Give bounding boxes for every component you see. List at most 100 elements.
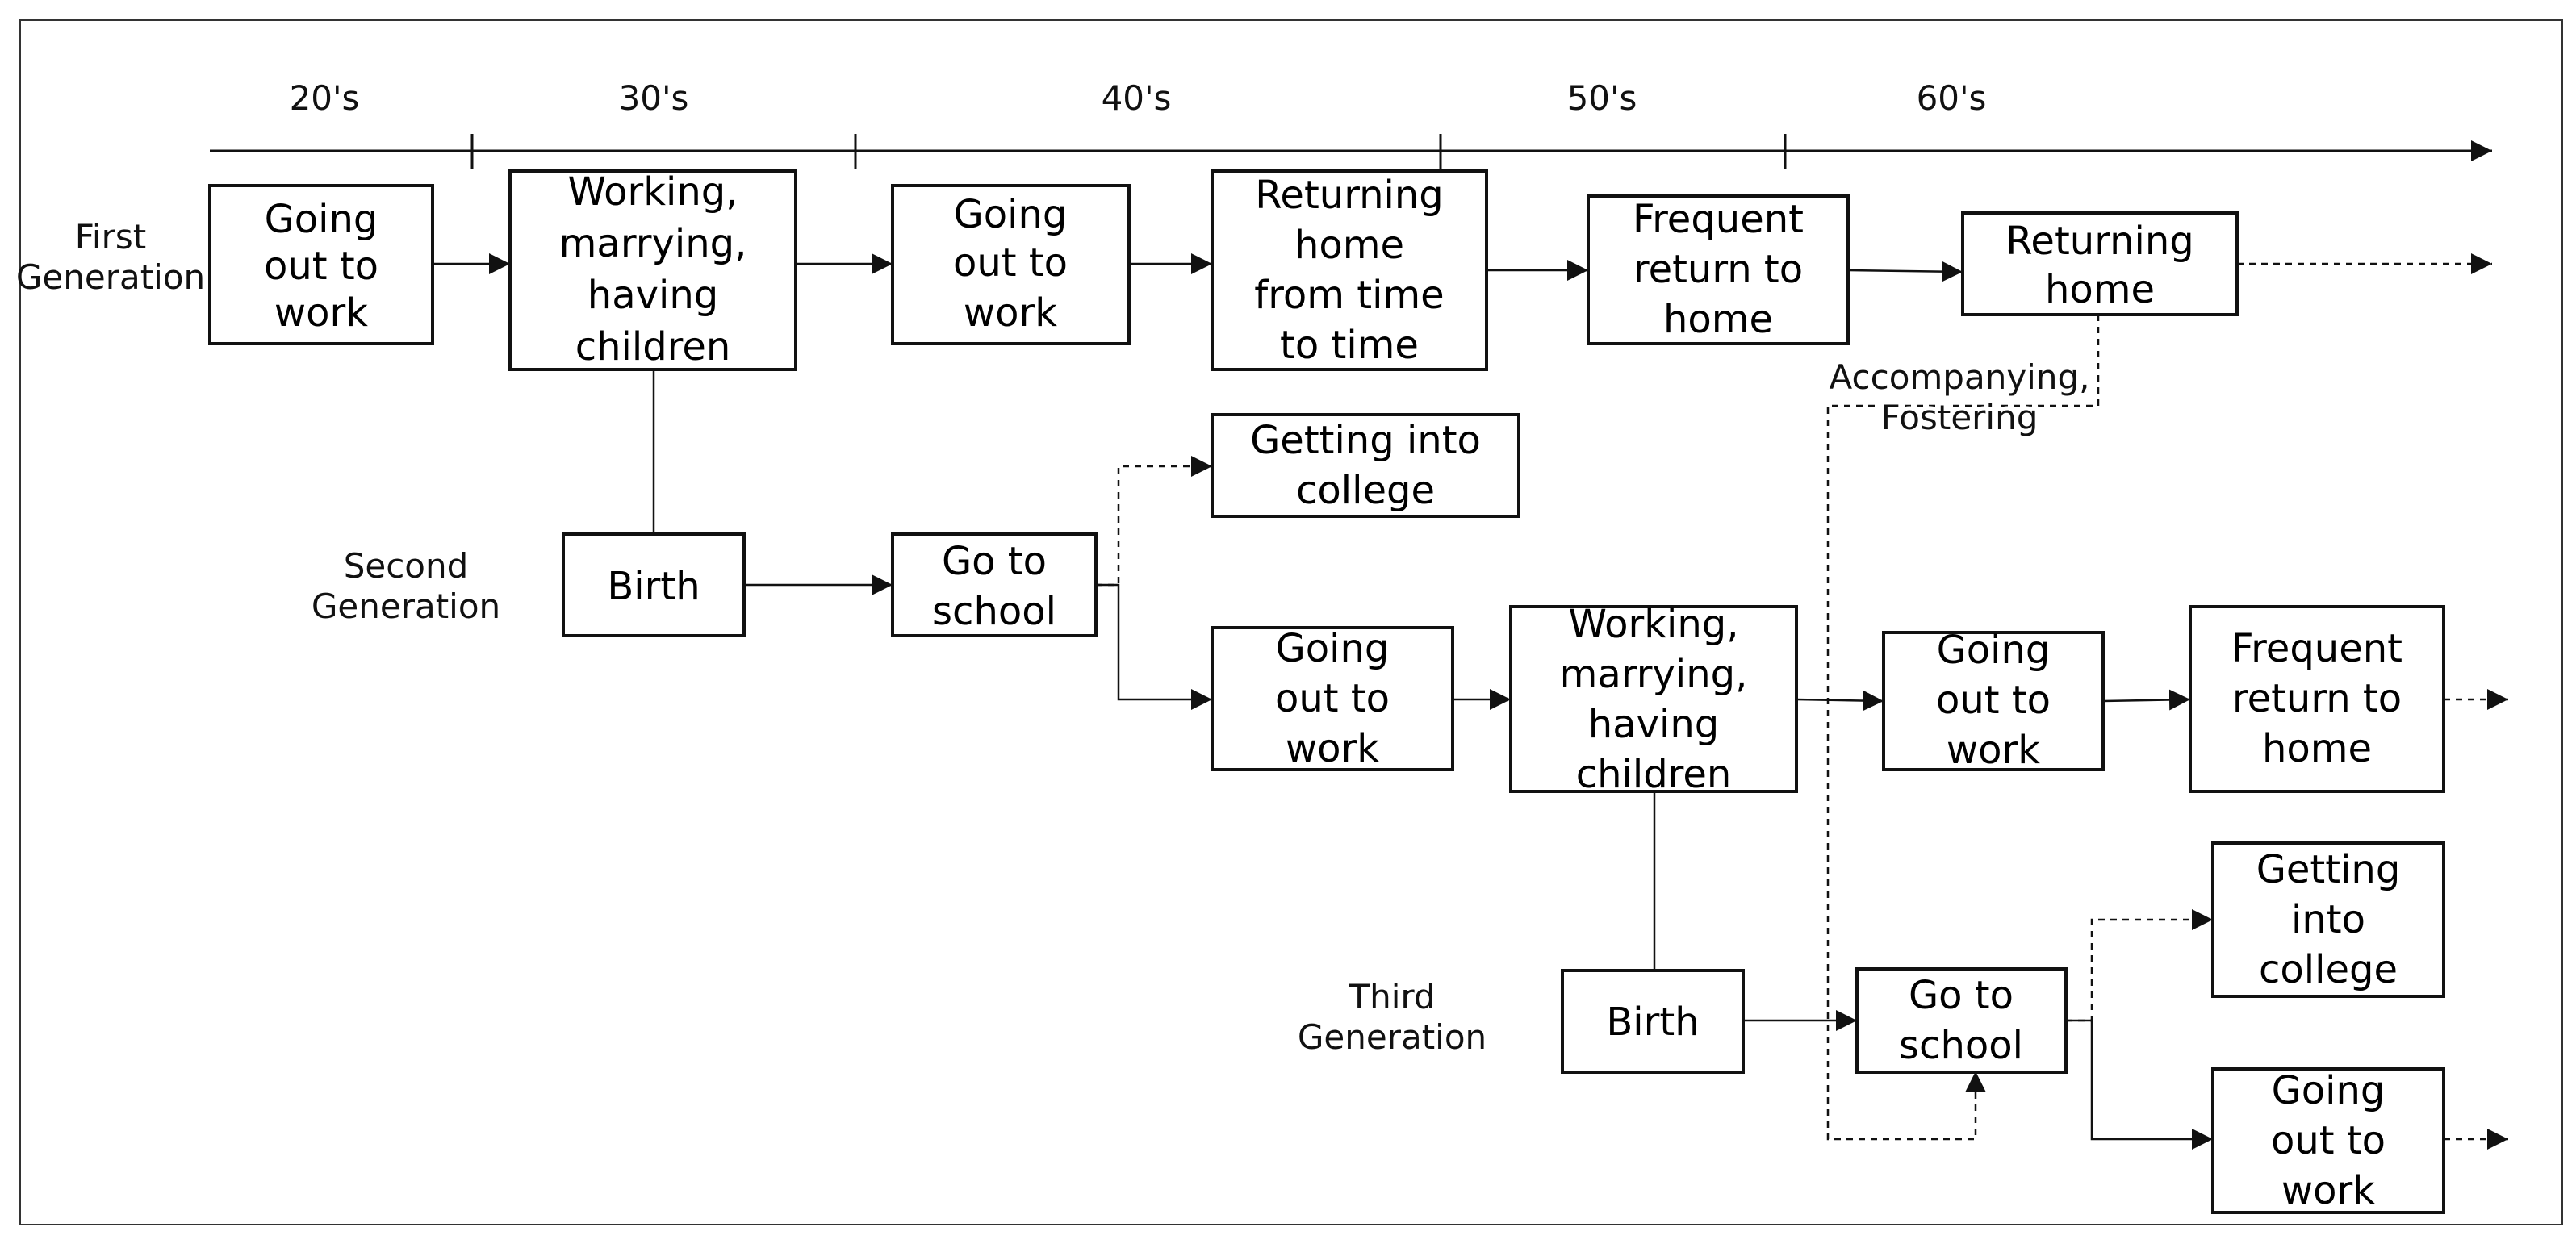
decade-labels: 20's 30's 40's 50's 60's (290, 78, 1987, 118)
box-first-gen-going-out-to-work: Going out to work (208, 184, 434, 345)
box-text-line: into (2291, 897, 2365, 942)
generation-label-second: Second Generation (312, 546, 500, 626)
box-text-line: out to (2271, 1118, 2386, 1163)
generation-label-line: Generation (1298, 1017, 1487, 1057)
box-text-line: home (2045, 267, 2155, 312)
box-text-line: out to (1275, 676, 1390, 721)
box-first-gen-working-marrying: Working, marrying, having children (508, 169, 797, 371)
box-second-gen-working-marrying: Working, marrying, having children (1509, 602, 1798, 797)
box-text-line: Going (2272, 1068, 2386, 1113)
decade-label: 50's (1567, 78, 1637, 118)
box-first-gen-returning-home-time-to-time: Returning home from time to time (1211, 169, 1488, 371)
connectors (433, 253, 2508, 1150)
generation-label-line: Generation (16, 257, 205, 297)
box-text-line: children (1576, 752, 1732, 797)
box-first-gen-frequent-return: Frequent return to home (1587, 194, 1850, 345)
box-text-line: Getting into (1250, 418, 1481, 463)
box-text-line: having (588, 273, 718, 318)
generation-label-first: First Generation (16, 217, 205, 297)
box-second-gen-getting-into-college: Getting into college (1211, 413, 1520, 518)
box-text-line: children (575, 324, 731, 369)
box-text-line: Go to (942, 539, 1047, 584)
box-first-gen-going-out-to-work-2: Going out to work (891, 184, 1131, 345)
box-frame (2189, 605, 2445, 793)
box-third-gen-birth: Birth (1561, 969, 1745, 1074)
decade-label: 60's (1917, 78, 1987, 118)
box-text-line: school (932, 589, 1056, 634)
box-text-line: from time (1254, 273, 1444, 318)
arrow-connector (1096, 583, 1212, 710)
box-frame (891, 532, 1098, 637)
box-text-line: Birth (607, 564, 700, 609)
decade-label: 20's (290, 78, 360, 118)
box-text-line: Frequent (2231, 626, 2402, 671)
arrow-connector (1847, 261, 1963, 282)
box-frame (208, 184, 434, 345)
box-text-line: home (1294, 223, 1404, 268)
box-text-line: work (2281, 1168, 2375, 1213)
box-text-line: Working, (567, 169, 738, 215)
box-text-line: Going (1937, 628, 2051, 673)
timeline-axis (210, 134, 2492, 169)
annotation-line: Accompanying, (1830, 357, 2090, 397)
generation-label-line: First (75, 217, 146, 257)
arrow-connector (1796, 690, 1884, 712)
box-frame (891, 184, 1131, 345)
box-third-gen-go-to-school: Go to school (1855, 967, 2068, 1074)
annotation-line: Fostering (1881, 398, 2039, 437)
generation-label-line: Generation (312, 587, 500, 626)
box-second-gen-frequent-return: Frequent return to home (2189, 605, 2445, 793)
box-third-gen-getting-into-college: Getting into college (2211, 841, 2445, 998)
dashed-arrow-connector (2066, 909, 2213, 1022)
arrow-connector (2102, 689, 2191, 711)
box-text-line: home (2262, 726, 2372, 771)
box-text-line: Frequent (1633, 197, 1804, 242)
box-text-line: out to (1936, 678, 2051, 723)
box-text-line: to time (1280, 323, 1419, 368)
decade-label: 30's (619, 78, 689, 118)
box-text-line: work (964, 290, 1057, 336)
box-text-line: Returning (2005, 219, 2194, 264)
box-first-gen-returning-home: Returning home (1961, 211, 2239, 316)
box-frame (1509, 605, 1798, 793)
generation-label-line: Third (1348, 977, 1435, 1016)
dashed-arrow-connector (1826, 315, 2100, 1141)
box-text-line: Going (954, 192, 1068, 237)
box-text-line: school (1899, 1023, 2023, 1068)
box-text-line: out to (953, 240, 1068, 286)
box-frame (1882, 631, 2105, 771)
box-frame (1211, 626, 1454, 771)
box-frame (2211, 841, 2445, 998)
generation-label-third: Third Generation (1298, 977, 1487, 1057)
box-frame (2211, 1067, 2445, 1214)
generation-label-line: Second (344, 546, 469, 586)
box-text-line: return to (2232, 676, 2402, 721)
box-text-line: college (2259, 947, 2398, 992)
box-text-line: college (1296, 468, 1435, 513)
accompanying-fostering-annotation: Accompanying, Fostering (1825, 353, 2094, 441)
box-frame (1587, 194, 1850, 345)
box-text-line: marrying, (1560, 652, 1748, 697)
box-frame (1961, 211, 2239, 316)
box-frame (562, 532, 746, 637)
box-text-line: marrying, (559, 221, 747, 266)
box-text-line: Working, (1568, 602, 1738, 647)
box-frame (1855, 967, 2068, 1074)
box-text-line: Returning (1255, 173, 1444, 218)
box-second-gen-go-to-school: Go to school (891, 532, 1098, 637)
box-text-line: out to (264, 244, 378, 289)
box-text-line: work (1947, 728, 2040, 773)
box-text-line: Go to (1909, 973, 2014, 1018)
box-frame (508, 169, 797, 371)
box-text-line: work (274, 290, 368, 336)
box-frame (1211, 169, 1488, 371)
box-text-line: return to (1633, 247, 1803, 292)
dashed-arrow-connector (1096, 456, 1212, 587)
box-frame (1211, 413, 1520, 518)
box-text-line: work (1286, 726, 1379, 771)
decade-label: 40's (1102, 78, 1172, 118)
box-second-gen-going-out-to-work-2: Going out to work (1882, 628, 2105, 773)
box-text-line: home (1663, 297, 1773, 342)
arrow-connector (2066, 1019, 2213, 1150)
